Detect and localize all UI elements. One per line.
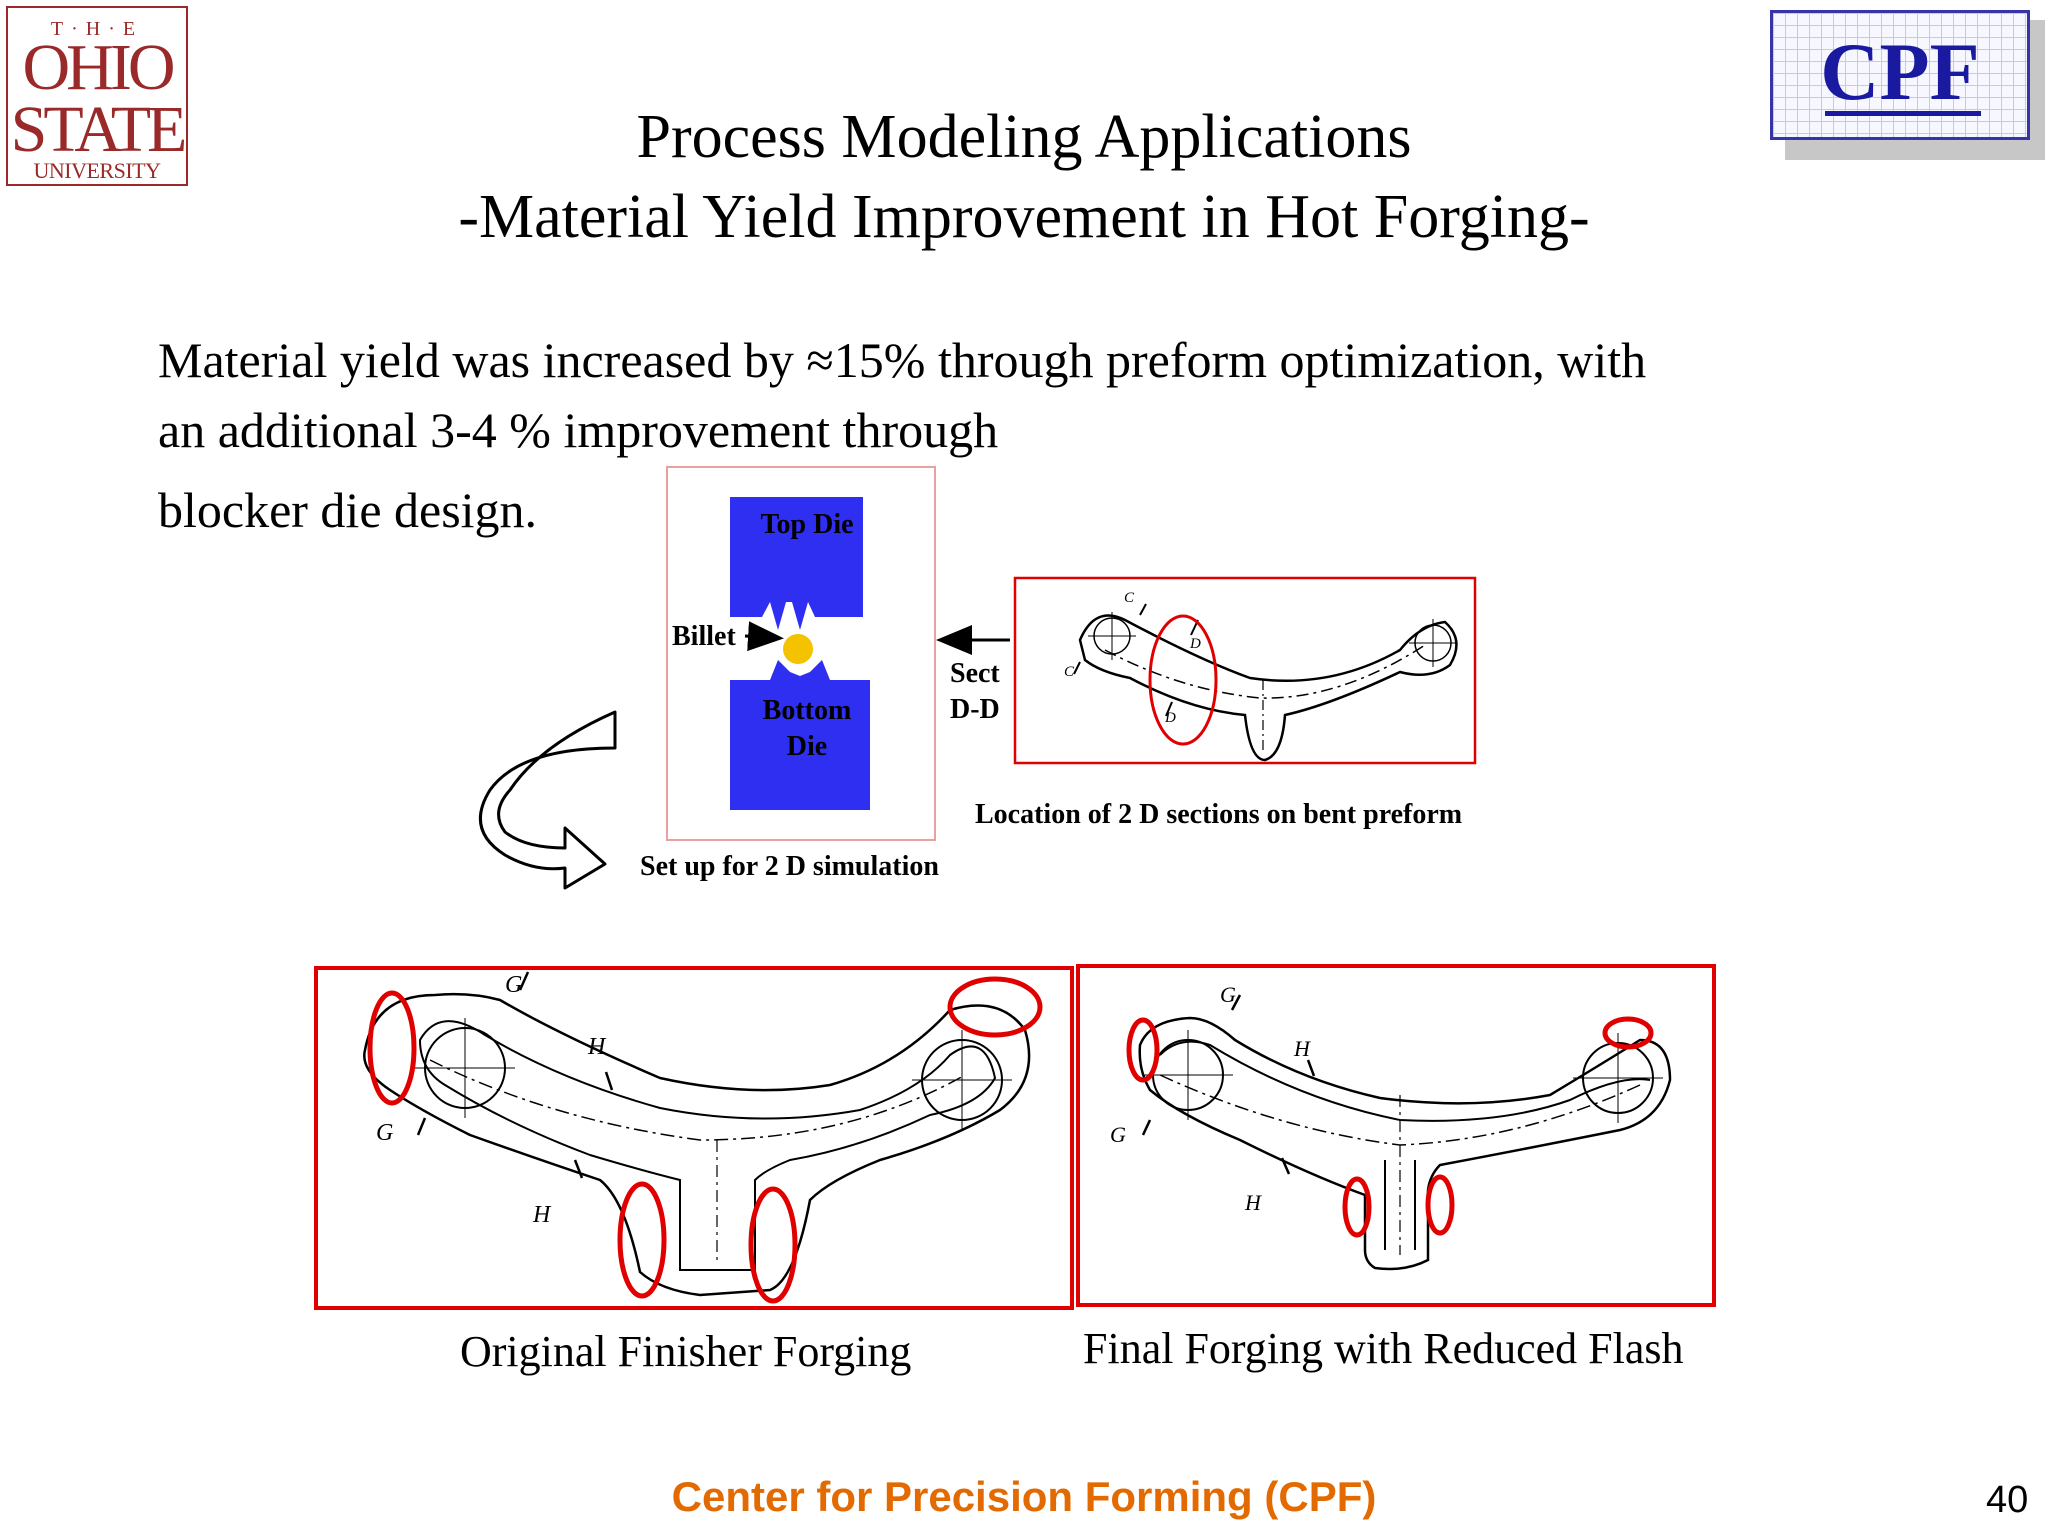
final-forging-panel: G G H H [1076, 964, 1716, 1307]
label-g-left-final: G [1110, 1122, 1126, 1147]
top-die [730, 497, 863, 630]
reduced-flash-highlight-top-right [1602, 1016, 1654, 1050]
billet [783, 634, 813, 664]
page-number: 40 [1986, 1479, 2029, 1521]
label-g-top: G [505, 972, 522, 998]
body-text-line-1: Material yield was increased by ≈15% thr… [158, 332, 1647, 388]
flash-highlight-top-right [947, 976, 1043, 1038]
label-h-top: H [587, 1034, 607, 1060]
cpf-logo-underline [1825, 111, 1981, 116]
simulation-setup-panel: Top Die Billet Bottom Die Set up for 2 D… [640, 466, 939, 882]
reduced-flash-highlight-bottom-left [1342, 1176, 1372, 1238]
label-h-top-final: H [1293, 1036, 1311, 1061]
cpf-logo: CPF [1770, 10, 2030, 140]
curved-arrow [478, 710, 617, 890]
sect-label-1: Sect [950, 658, 1000, 689]
bottom-die-label-2: Die [787, 731, 827, 762]
osu-logo-ohio: OHIO [22, 31, 176, 104]
label-d-top: D [1189, 636, 1201, 652]
final-forging-caption: Final Forging with Reduced Flash [1083, 1324, 1684, 1373]
slide-subtitle: -Material Yield Improvement in Hot Forgi… [458, 183, 1590, 251]
body-text-line-3: blocker die design. [158, 482, 538, 538]
bent-preform-panel: C C D D [1013, 576, 1477, 765]
flash-highlight-bottom-left [617, 1181, 667, 1299]
label-h-bottom-final: H [1244, 1190, 1262, 1215]
slide-title: Process Modeling Applications [636, 103, 1412, 171]
sect-label-2: D-D [950, 694, 1000, 725]
billet-label: Billet [672, 621, 736, 652]
flash-highlight-left [367, 990, 417, 1106]
label-g-top-final: G [1220, 982, 1236, 1007]
ohio-state-logo: T·H·E OHIO STATE UNIVERSITY [6, 6, 188, 186]
label-g-left: G [376, 1120, 393, 1146]
flash-highlight-bottom-right [748, 1186, 798, 1304]
footer-text: Center for Precision Forming (CPF) [671, 1473, 1377, 1520]
label-c-top: C [1124, 590, 1135, 606]
original-forging-caption: Original Finisher Forging [460, 1327, 912, 1376]
reduced-flash-highlight-left [1126, 1017, 1160, 1083]
osu-logo-university: UNIVERSITY [33, 158, 162, 183]
simulation-setup-caption: Set up for 2 D simulation [640, 851, 939, 882]
osu-logo-the: T·H·E [50, 18, 144, 40]
bottom-die [730, 660, 870, 810]
reduced-flash-highlight-bottom-right [1425, 1174, 1455, 1236]
cpf-logo-text: CPF [1820, 26, 1980, 117]
bent-preform-caption: Location of 2 D sections on bent preform [975, 799, 1462, 830]
top-die-label: Top Die [760, 509, 853, 540]
bottom-die-label-1: Bottom [763, 695, 852, 726]
osu-logo-state: STATE [10, 93, 188, 166]
body-text-line-2: an additional 3-4 % improvement through [158, 402, 999, 458]
section-d-highlight [1148, 614, 1218, 746]
label-d-bottom: D [1164, 710, 1176, 726]
label-c-left: C [1064, 664, 1075, 680]
label-h-bottom: H [532, 1202, 552, 1228]
original-forging-panel: G G H H [314, 966, 1074, 1310]
